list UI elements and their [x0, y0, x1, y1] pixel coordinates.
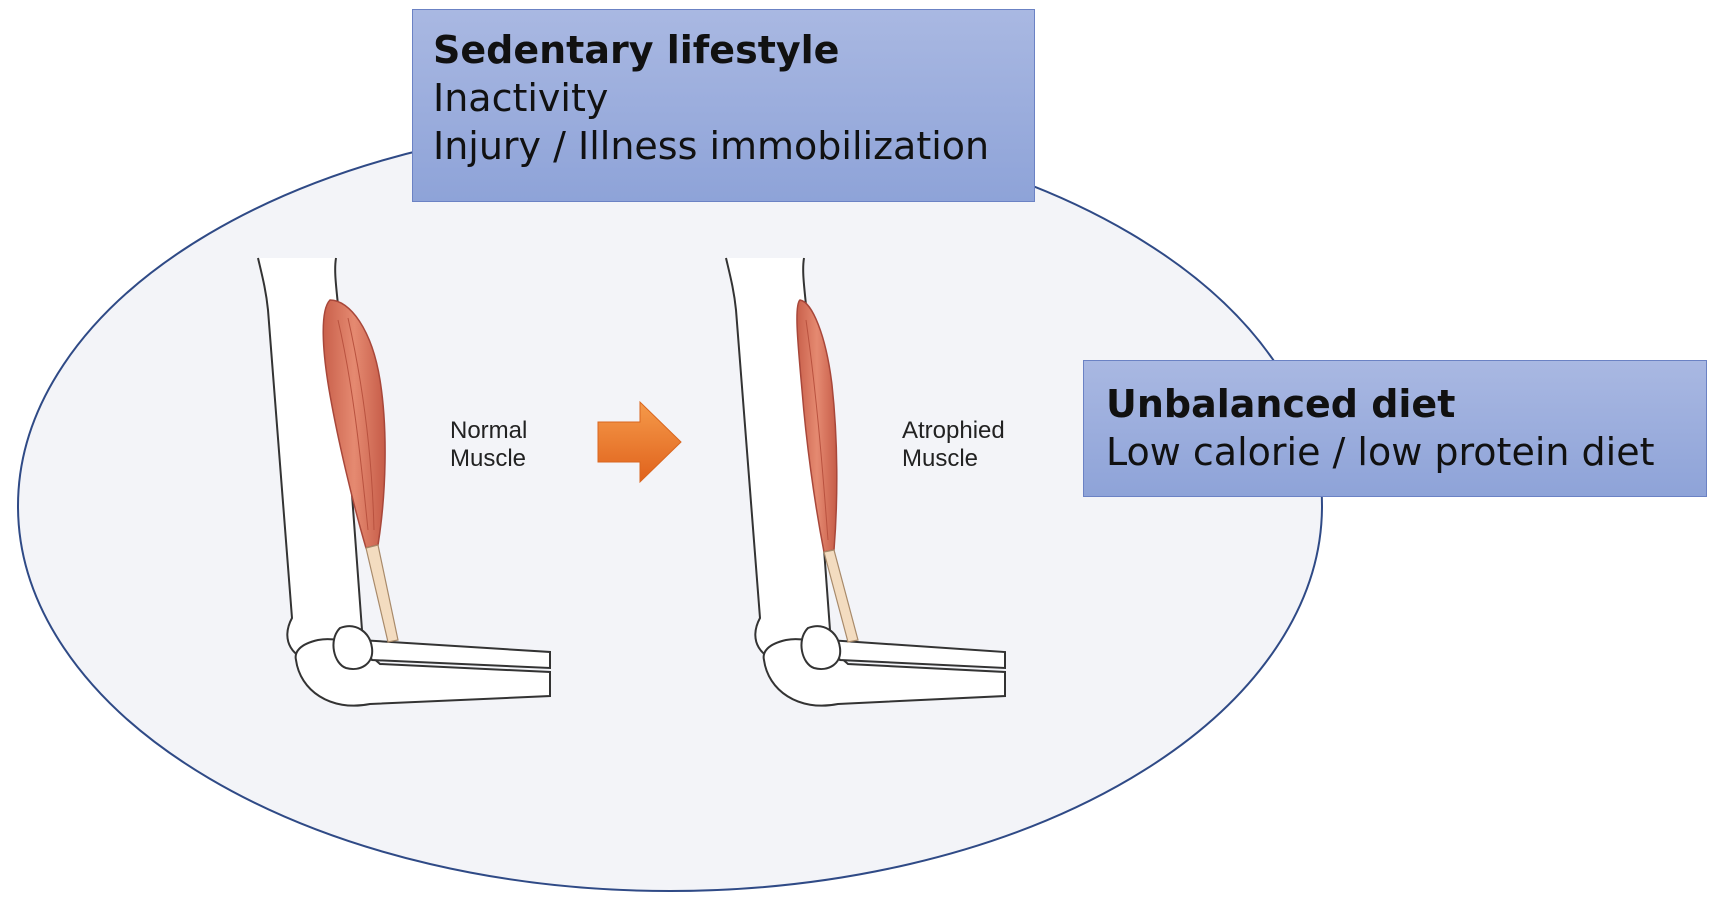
unbalanced-diet-callout: Unbalanced diet Low calorie / low protei… — [1083, 360, 1707, 497]
atrophied-muscle-label: Atrophied Muscle — [902, 417, 1005, 473]
normal-label-line2: Muscle — [450, 445, 527, 473]
normal-muscle-label: Normal Muscle — [450, 417, 527, 473]
normal-label-line1: Normal — [450, 417, 527, 445]
diet-line: Low calorie / low protein diet — [1106, 428, 1684, 476]
sedentary-line: Inactivity — [433, 74, 1014, 122]
sedentary-line: Injury / Illness immobilization — [433, 122, 1014, 170]
atrophied-label-line2: Muscle — [902, 445, 1005, 473]
sedentary-lifestyle-callout: Sedentary lifestyle Inactivity Injury / … — [412, 9, 1035, 202]
atrophied-label-line1: Atrophied — [902, 417, 1005, 445]
sedentary-heading: Sedentary lifestyle — [433, 26, 1014, 74]
diet-heading: Unbalanced diet — [1106, 380, 1684, 428]
context-ellipse — [18, 121, 1322, 891]
